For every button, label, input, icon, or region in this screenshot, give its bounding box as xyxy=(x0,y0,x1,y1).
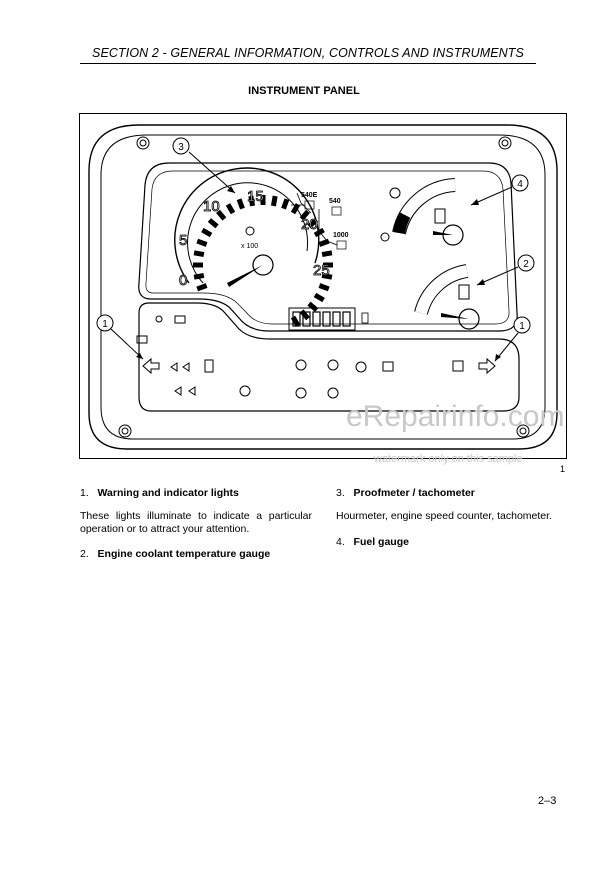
four-wheel-drive-icon xyxy=(452,360,464,372)
tach-unit: x 100 xyxy=(241,243,258,250)
lcd-digit xyxy=(302,311,311,327)
tach-tick xyxy=(299,209,310,221)
pto-label-540: 540 xyxy=(329,198,341,205)
park-icon xyxy=(327,387,339,399)
watermark-brand: eRepairinfo.com xyxy=(346,400,565,433)
figure-title: INSTRUMENT PANEL xyxy=(248,85,360,97)
item-title: Engine coolant temperature gauge xyxy=(97,548,271,560)
tach-label-5: 5 xyxy=(179,232,187,249)
tach-tick xyxy=(193,272,205,280)
tach-label-0: 0 xyxy=(179,272,187,289)
tach-tick xyxy=(270,195,278,207)
tach-tick xyxy=(290,203,301,215)
seat-icon xyxy=(204,359,214,373)
lcd-digit xyxy=(292,311,301,327)
tach-tick xyxy=(225,203,236,215)
tachometer: 0 5 10 15 20 25 x 100 540E 540 1000 xyxy=(174,167,349,327)
warning-lights xyxy=(136,315,496,399)
air-filter-icon xyxy=(295,359,307,371)
item-3: 3. Proofmeter / tachometer Hourmeter, en… xyxy=(336,487,566,523)
brake-warning-icon xyxy=(295,387,307,399)
right-turn-arrow-icon xyxy=(478,357,496,375)
engine-speed-icon xyxy=(245,226,255,236)
tach-tick xyxy=(216,209,227,221)
item-title: Fuel gauge xyxy=(353,536,409,548)
trailer-2-indicator-icon xyxy=(174,386,196,396)
page-number: 2–3 xyxy=(538,795,557,807)
callout-1-right: 1 xyxy=(519,321,525,332)
pto-label-1000: 1000 xyxy=(333,232,349,239)
temperature-icon xyxy=(458,284,470,300)
warning-lights-window xyxy=(138,302,520,412)
oil-pressure-icon xyxy=(239,385,251,397)
battery-icon xyxy=(136,335,148,344)
lcd-digit xyxy=(312,311,321,327)
tach-tick xyxy=(290,315,301,327)
tach-tick xyxy=(207,218,219,229)
header-rule xyxy=(80,63,536,64)
callout-2: 2 xyxy=(523,259,529,270)
parking-brake-icon xyxy=(327,359,339,371)
tach-tick xyxy=(318,283,330,292)
watermark-note: watermark only on this sample xyxy=(374,453,523,465)
tach-tick xyxy=(313,292,325,303)
tach-label-15: 15 xyxy=(247,188,264,205)
tach-tick xyxy=(321,272,333,280)
item-title: Proofmeter / tachometer xyxy=(353,487,475,499)
callout-4: 4 xyxy=(517,179,523,190)
tach-tick xyxy=(307,301,319,312)
lcd-digit xyxy=(342,311,351,327)
item-4: 4. Fuel gauge xyxy=(336,536,566,549)
trailer-indicator-icon xyxy=(170,362,190,372)
callouts: 3 4 2 1 1 xyxy=(96,137,535,362)
tach-tick xyxy=(248,195,256,207)
figure-number: 1 xyxy=(560,464,566,474)
item-number: 4. xyxy=(336,536,345,548)
work-light-icon xyxy=(155,315,163,323)
lcd-digit xyxy=(322,311,331,327)
fuel-pump-icon xyxy=(434,208,446,224)
tach-tick xyxy=(307,218,319,229)
inner-bezel xyxy=(100,134,546,440)
gauge-window xyxy=(138,162,518,332)
tach-tick xyxy=(196,238,208,247)
section-header: SECTION 2 - GENERAL INFORMATION, CONTROL… xyxy=(92,46,524,60)
instrument-panel-figure: 0 5 10 15 20 25 x 100 540E 540 1000 xyxy=(79,113,567,459)
tach-label-25: 25 xyxy=(313,262,330,279)
lcd-display xyxy=(288,307,369,331)
item-1: 1. Warning and indicator lights These li… xyxy=(80,487,312,536)
tach-tick xyxy=(236,198,245,210)
lcd-digit xyxy=(332,311,341,327)
item-number: 3. xyxy=(336,487,345,499)
tach-tick xyxy=(321,250,333,258)
pto-icon xyxy=(331,206,342,216)
item-text: These lights illuminate to indicate a pa… xyxy=(80,510,312,535)
tach-label-20: 20 xyxy=(301,216,318,233)
pto-label-540e: 540E xyxy=(301,192,318,199)
item-title: Warning and indicator lights xyxy=(97,487,239,499)
item-text: Hourmeter, engine speed counter, tachome… xyxy=(336,510,552,522)
tach-label-10: 10 xyxy=(203,198,220,215)
transmission-oil-icon xyxy=(382,361,394,372)
tach-tick xyxy=(196,283,208,292)
tach-tick xyxy=(313,227,325,238)
outer-bezel xyxy=(88,124,558,450)
headlight-icon xyxy=(174,315,186,324)
item-number: 2. xyxy=(80,548,89,560)
item-number: 1. xyxy=(80,487,89,499)
hourglass-icon xyxy=(361,312,369,324)
tach-tick xyxy=(201,227,213,238)
tach-tick xyxy=(281,198,290,210)
callout-3: 3 xyxy=(178,142,184,153)
item-2: 2. Engine coolant temperature gauge xyxy=(80,548,312,561)
callout-1-left: 1 xyxy=(102,319,108,330)
coolant-temperature-gauge xyxy=(414,264,480,330)
fuel-gauge xyxy=(380,178,464,246)
left-turn-arrow-icon xyxy=(142,357,160,375)
glow-plug-icon xyxy=(355,361,367,373)
tach-tick xyxy=(318,238,330,247)
tach-tick xyxy=(193,250,205,258)
pto-icon xyxy=(336,240,347,250)
screw-holes xyxy=(118,136,530,438)
